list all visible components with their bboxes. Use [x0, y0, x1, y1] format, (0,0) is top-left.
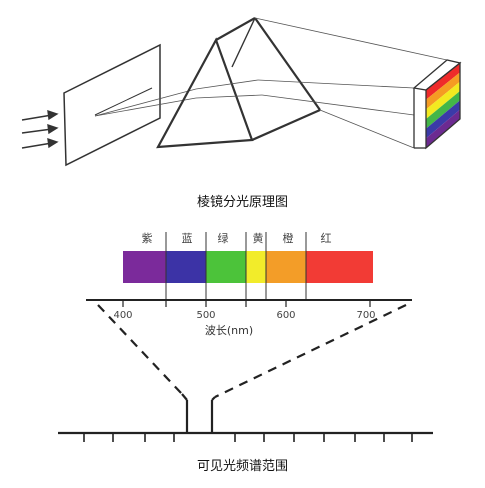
spectrum-band — [166, 251, 206, 283]
spectrum-band — [123, 251, 166, 283]
wavelength-ticks — [122, 300, 371, 307]
light-beam — [94, 88, 197, 117]
arrow-head — [47, 109, 59, 121]
band-dividers — [165, 232, 307, 300]
funnel-right-dashed — [214, 304, 407, 398]
light-arrow — [21, 142, 53, 149]
prism-bottom-edge — [251, 108, 321, 142]
wavelength-tick-label: 400 — [113, 310, 132, 321]
funnel-left-dashed — [97, 304, 183, 395]
prism-inner-edge — [231, 17, 256, 68]
dispersed-rays — [254, 17, 448, 149]
band-label: 蓝 — [182, 232, 193, 245]
prism-top-edge — [215, 17, 256, 41]
spectrum-diagram: 紫 蓝 绿 黄 橙 红 400 500 600 700 波长(nm) — [58, 231, 433, 442]
band-label: 紫 — [142, 232, 153, 245]
refracted-rays — [195, 79, 263, 99]
em-spectrum-ticks — [83, 433, 413, 442]
prism — [156, 17, 321, 149]
wavelength-tick-labels: 400 500 600 700 — [113, 310, 375, 321]
funnel-right-stem — [211, 396, 216, 401]
wavelength-tick-label: 700 — [356, 310, 375, 321]
light-arrow — [21, 114, 53, 121]
spectrum-band — [246, 251, 266, 283]
projected-spectrum — [425, 61, 461, 150]
funnel — [97, 304, 407, 433]
band-labels: 紫蓝绿黄橙红 — [142, 231, 332, 245]
projected-band — [426, 91, 460, 129]
prism-front-face — [156, 37, 254, 149]
arrow-head — [47, 123, 59, 135]
projected-band — [426, 109, 460, 148]
band-label: 红 — [321, 232, 332, 245]
prism-diagram — [21, 17, 462, 167]
spectrum-band — [266, 251, 306, 283]
projected-band — [426, 100, 460, 139]
funnel-left-stem — [181, 393, 188, 401]
axis-label: 波长(nm) — [205, 324, 253, 337]
wavelength-tick-label: 600 — [276, 310, 295, 321]
projected-spectrum-frame — [425, 61, 461, 150]
incoming-light-arrows — [21, 109, 59, 149]
arrow-head — [47, 137, 59, 149]
projected-band — [426, 72, 460, 110]
slit — [94, 87, 153, 116]
spectrum-caption: 可见光频谱范围 — [196, 459, 288, 474]
visible-spectrum-bar — [123, 251, 373, 283]
light-arrow — [21, 128, 53, 134]
slit-screen — [63, 43, 161, 167]
spectrum-band — [206, 251, 246, 283]
projected-band — [426, 81, 460, 119]
prism-right-edge — [254, 17, 321, 111]
spectrum-band — [306, 251, 373, 283]
band-label: 绿 — [218, 231, 229, 245]
wavelength-tick-label: 500 — [196, 310, 215, 321]
projected-band — [426, 63, 460, 100]
prism-caption: 棱镜分光原理图 — [196, 195, 288, 210]
band-label: 橙 — [283, 231, 294, 245]
band-label: 黄 — [253, 231, 264, 245]
